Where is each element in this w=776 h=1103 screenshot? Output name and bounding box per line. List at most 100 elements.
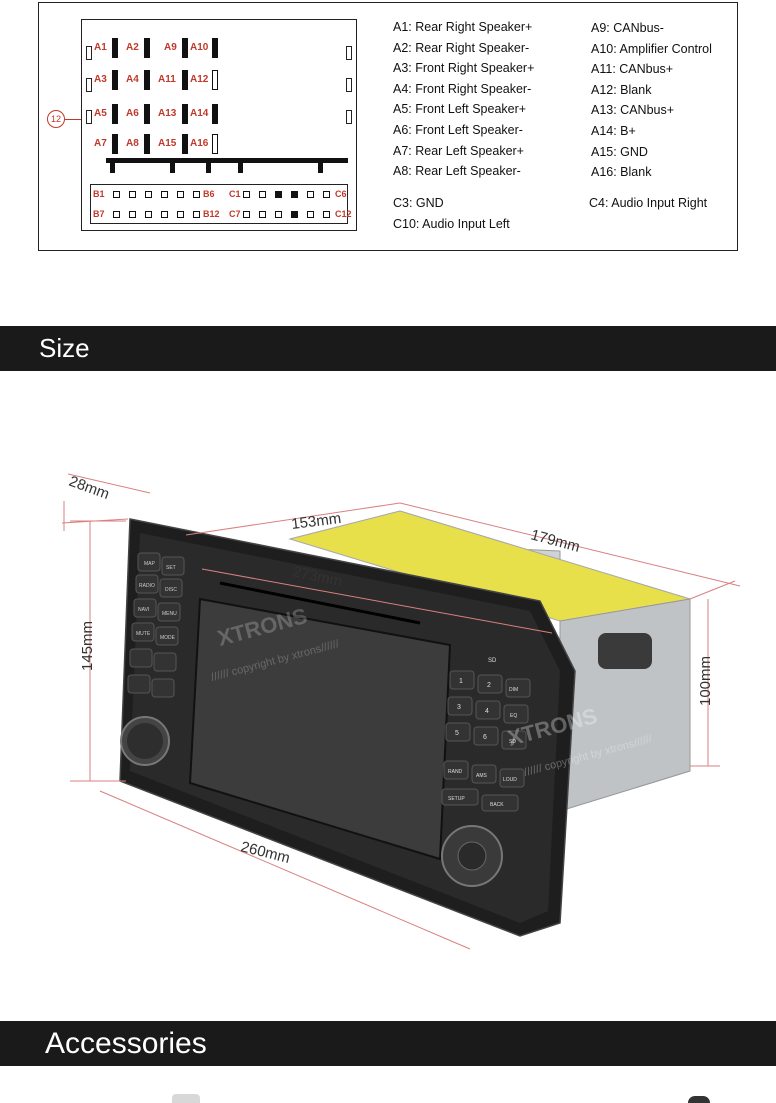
device-screen [188,597,452,861]
key-tab [238,163,243,173]
c-label: C1 [229,189,241,199]
dimension-lines [61,473,741,950]
c-pin-square [259,211,266,218]
pin-bar [144,38,150,58]
pin-label: A7 [94,138,107,149]
keypad-label: SD [509,739,516,745]
legend-item: A11: CANbus+ [591,62,674,77]
legend-item: A2: Rear Right Speaker- [393,40,530,55]
pin-label: A2 [126,42,139,53]
c-pin-square [177,191,184,198]
pin-label: A16 [190,138,209,149]
c-pin-square [113,211,120,218]
keypad-label: LOUD [503,777,517,783]
legend-item: A1: Rear Right Speaker+ [393,20,533,34]
accessory-item-partial [688,1096,710,1103]
navigation-pad-center [457,841,487,871]
c-pin-square [193,211,200,218]
c-label: B1 [93,189,105,199]
c-pin-square [193,191,200,198]
c-pin-square [145,191,152,198]
left-button-column [127,552,185,698]
c-pin-square [243,211,250,218]
c-pin-square [113,191,120,198]
keypad-label: 3 [457,704,461,711]
connector-key-bar [106,158,348,163]
pin-legend-bottom-left: C3: GND C10: Audio Input Left [393,193,510,234]
keypad-label: 6 [483,734,487,741]
c-pin-square [275,191,282,198]
legend-item: A4: Front Right Speaker- [393,81,532,96]
keypad-label: EQ [510,713,517,719]
connector-callout: 12 [47,110,65,128]
pin-label: A6 [126,108,139,119]
c-pin-square [177,211,184,218]
keypad-label: SETUP [448,796,465,802]
legend-item: A16: Blank [591,165,652,180]
keypad [441,670,531,812]
pin-label: A9 [164,42,177,53]
pin-label: A10 [190,42,209,53]
button-label: MODE [160,635,176,641]
pin-bar [112,134,118,154]
pin-label: A12 [190,74,209,85]
c-label: B7 [93,209,105,219]
keypad-label: RAND [448,769,463,775]
c-pin-square [323,211,330,218]
keypad-label: BACK [490,802,504,808]
button-label: MAP [144,561,156,567]
keypad-label: 2 [487,682,491,689]
chassis-connector [598,633,652,669]
accessories-section-header: Accessories [0,1021,776,1066]
section-title: Accessories [45,1026,207,1060]
pin-label: A5 [94,108,107,119]
pin-bar [144,70,150,90]
product-dimension-illustration: MAP SET RADIO DISC NAVI MENU MUTE MODE 1… [61,473,741,950]
legend-item: A8: Rear Left Speaker- [393,164,521,179]
pin-label: A4 [126,74,139,85]
legend-item: A9: CANbus- [591,21,664,35]
side-slot [86,46,92,60]
button-label: MUTE [136,631,151,637]
size-section-header: Size [0,326,776,371]
pin-bar [182,104,188,124]
accessory-item-partial [172,1094,200,1103]
key-tab [110,163,115,173]
pin-legend-left: A1: Rear Right Speaker+ A2: Rear Right S… [393,17,534,182]
callout-line [65,119,81,120]
legend-item: A15: GND [591,144,648,159]
dimension-height: 145mm [79,621,96,671]
connector-diagram: A1 A2 A9 A10 A3 A4 A11 A12 A5 A6 A13 A14… [81,19,357,231]
button-label: MENU [162,611,177,617]
c-label: C12 [335,209,352,219]
volume-knob-inner [127,723,163,759]
legend-item: A6: Front Left Speaker- [393,122,523,137]
pin-bar-blank [212,70,218,90]
c-pin-square [291,191,298,198]
c-pin-square [161,211,168,218]
keypad-label: 4 [485,708,489,715]
c-pin-square [259,191,266,198]
pin-legend-right: A9: CANbus- A10: Amplifier Control A11: … [591,18,712,183]
legend-item: C4: Audio Input Right [589,196,708,210]
keypad-label: AMS [476,773,488,779]
button-label: DISC [165,587,177,593]
pin-bar [212,104,218,124]
chassis-side [559,598,691,812]
pin-bar [144,104,150,124]
legend-item: A5: Front Left Speaker+ [393,102,527,117]
pin-label: A15 [158,138,177,149]
pin-bar [182,38,188,58]
disc-slot [219,581,421,625]
keypad-label: DIM [509,687,518,693]
pin-label: A1 [94,42,107,53]
c-pin-square [129,191,136,198]
legend-item: A3: Front Right Speaker+ [393,61,535,76]
c-connector-block: B1 B6 C1 C6 B7 B12 C7 C12 [90,184,352,224]
button-label: NAVI [138,607,149,613]
pin-bar [182,134,188,154]
keypad-label: 5 [455,730,459,737]
side-slot [86,110,92,124]
c-pin-square [291,211,298,218]
pin-label: A3 [94,74,107,85]
